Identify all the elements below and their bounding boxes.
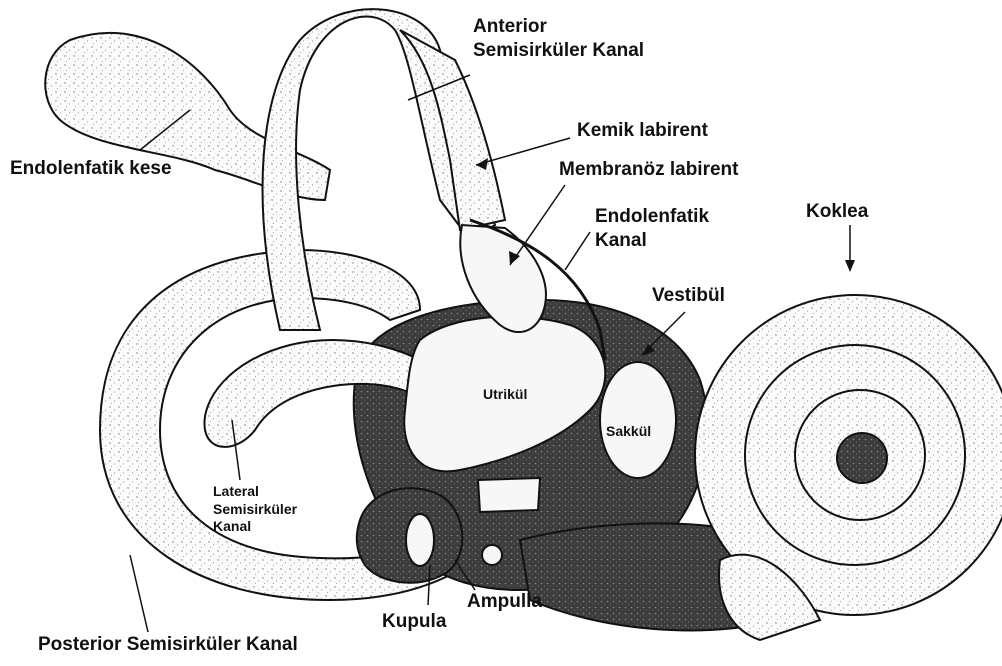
label-lateral-semicircular-canal: Lateral Semisirküler Kanal — [213, 483, 297, 536]
label-lateral-line3: Kanal — [213, 518, 297, 536]
saccule — [600, 362, 676, 478]
cochlea-apex — [837, 433, 887, 483]
round-window — [482, 545, 502, 565]
label-lateral-line2: Semisirküler — [213, 501, 297, 519]
label-anterior-line1: Anterior — [473, 15, 644, 39]
label-sakkul: Sakkül — [606, 423, 651, 441]
label-membranoz-labirent: Membranöz labirent — [559, 158, 738, 182]
label-posterior-semicircular-canal: Posterior Semisirküler Kanal — [38, 633, 298, 657]
label-koklea: Koklea — [806, 200, 868, 224]
label-endolenfatik-kanal-line2: Kanal — [595, 229, 709, 253]
leader-endolenfatik-kanal — [565, 232, 590, 270]
label-lateral-line1: Lateral — [213, 483, 297, 501]
label-anterior-semicircular-canal: Anterior Semisirküler Kanal — [473, 15, 644, 63]
label-utrikul: Utrikül — [483, 386, 527, 404]
label-kemik-labirent: Kemik labirent — [577, 119, 708, 143]
label-endolenfatik-kanal: Endolenfatik Kanal — [595, 205, 709, 253]
leader-kemik-labirent — [476, 138, 570, 165]
label-vestibul: Vestibül — [652, 284, 725, 308]
leader-membranoz — [510, 185, 565, 265]
cupula — [406, 514, 434, 566]
label-ampulla: Ampulla — [467, 590, 542, 614]
label-endolenfatik-kese: Endolenfatik kese — [10, 157, 172, 181]
arrow-koklea — [845, 260, 855, 272]
oval-window — [478, 478, 540, 512]
leader-posterior — [130, 555, 148, 632]
label-endolenfatik-kanal-line1: Endolenfatik — [595, 205, 709, 229]
label-kupula: Kupula — [382, 610, 446, 634]
label-anterior-line2: Semisirküler Kanal — [473, 39, 644, 63]
